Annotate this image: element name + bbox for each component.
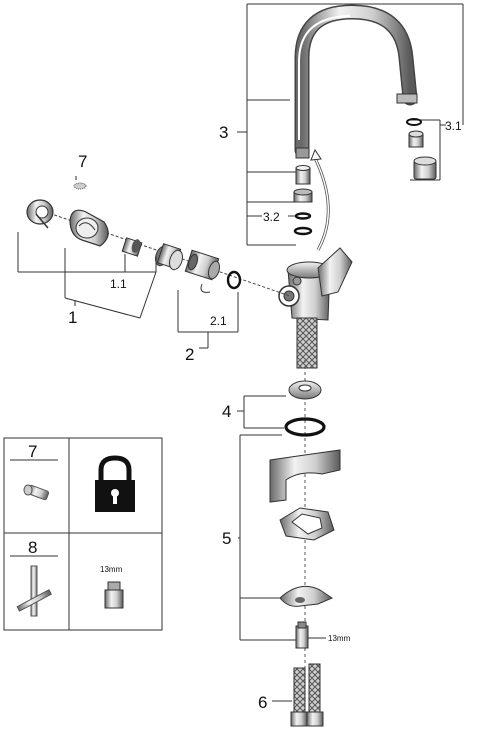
cartridge	[184, 249, 221, 281]
hex-key-icon	[16, 565, 52, 617]
part-2-bracket	[177, 290, 239, 349]
part-1-bracket	[17, 232, 157, 319]
label-wrench-size: 13mm	[328, 634, 351, 643]
label-part-3-2: 3.2	[263, 210, 280, 224]
part-4-bracket	[237, 395, 286, 429]
label-part-5: 5	[222, 529, 231, 548]
cartridge-sleeve	[155, 243, 183, 271]
label-part-1-1: 1.1	[110, 277, 127, 291]
supply-hoses-upper	[296, 317, 318, 369]
label-part-2: 2	[185, 345, 194, 364]
part-6-hoses	[290, 663, 324, 727]
screw-icon	[23, 484, 50, 501]
label-part-7: 7	[78, 152, 87, 171]
insertion-arrow	[310, 148, 330, 251]
cartridge-nut	[121, 237, 143, 257]
tools-table: 7 8 13mm	[3, 437, 163, 631]
handle-knob	[69, 209, 109, 247]
tools-row1-number: 7	[28, 442, 37, 461]
label-part-2-1: 2.1	[210, 314, 227, 328]
o-ring-2-1	[226, 270, 242, 290]
part-5-bracket	[238, 434, 326, 641]
label-part-6: 6	[258, 693, 267, 712]
mixer-body	[278, 247, 353, 321]
tools-row2-size: 13mm	[100, 565, 123, 574]
aerator-parts	[406, 118, 437, 180]
label-part-3: 3	[219, 123, 228, 142]
part-4-washers	[284, 380, 326, 437]
cartridge-arrow	[200, 283, 211, 293]
padlock-icon	[95, 455, 135, 512]
part-5-mounting	[269, 449, 341, 649]
spout-small-parts	[293, 165, 313, 236]
part-7-screw-small	[73, 182, 87, 190]
label-part-4: 4	[222, 402, 231, 421]
label-part-1: 1	[68, 308, 77, 327]
spout	[294, 4, 418, 159]
socket-icon	[104, 581, 124, 609]
handle-cap	[26, 199, 54, 229]
tools-row2-number: 8	[28, 538, 37, 557]
label-part-3-1: 3.1	[445, 119, 462, 133]
part-3-bracket	[237, 3, 464, 246]
